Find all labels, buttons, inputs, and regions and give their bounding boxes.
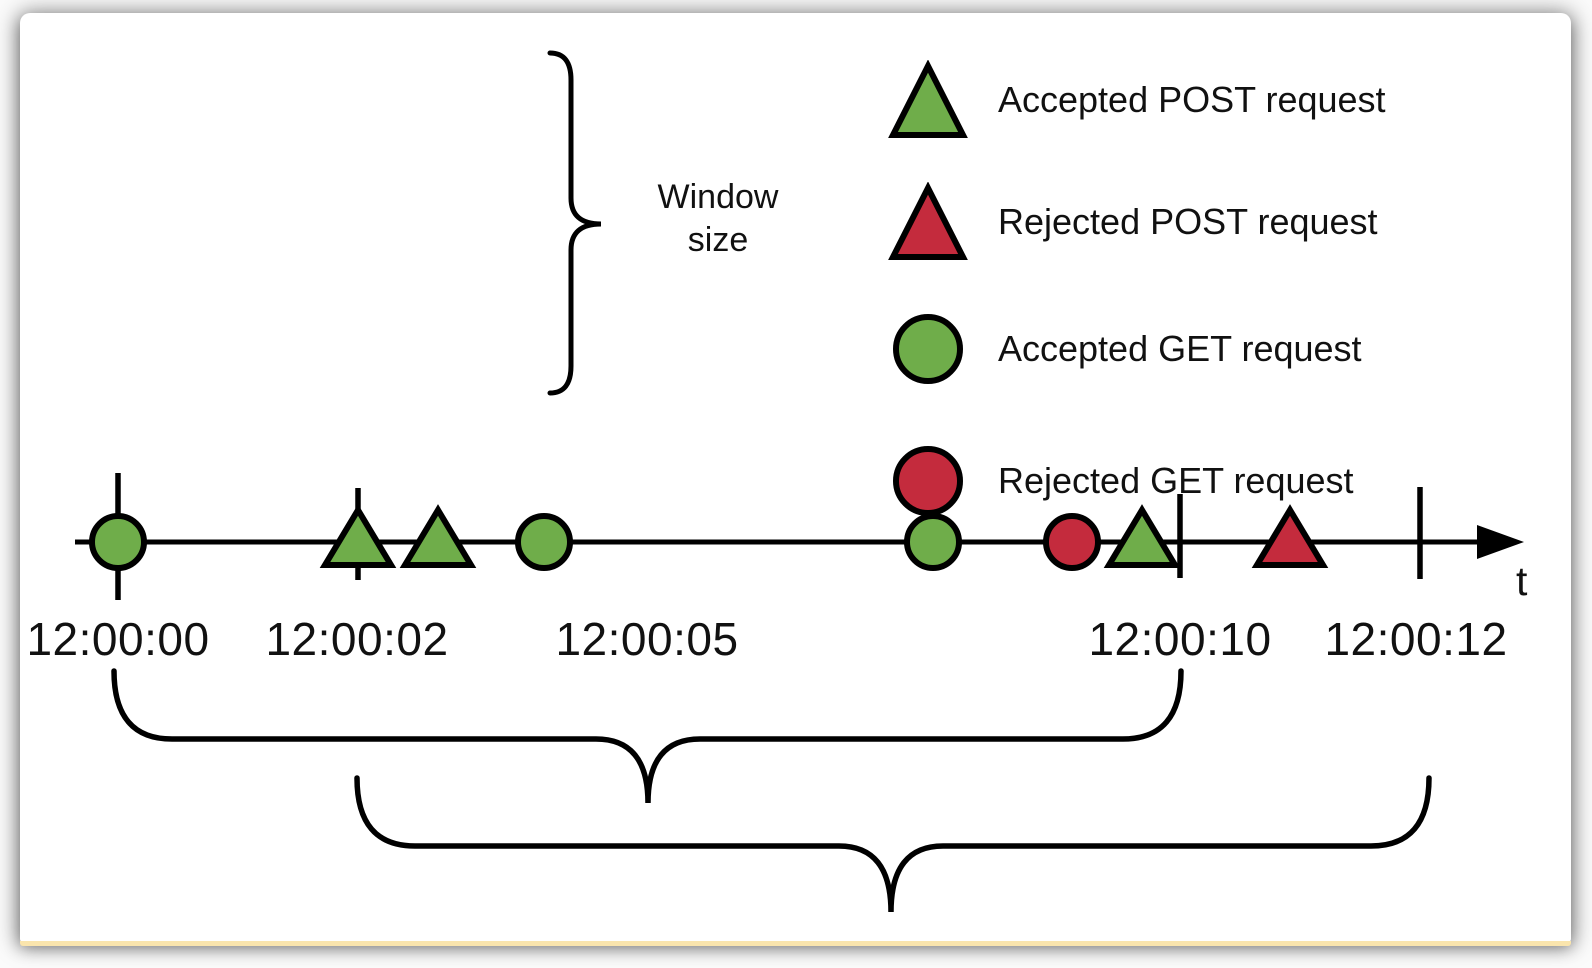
accepted-post-marker [319,504,397,568]
axis-arrowhead-icon [1477,525,1524,559]
axis-label-t: t [1516,558,1528,604]
accepted-post-marker [399,504,477,568]
window-1-brace [111,668,1184,804]
green-circle-glyph [893,314,963,384]
legend-label: Rejected POST request [998,201,1378,242]
rejected-post-marker [1251,504,1329,568]
time-label: 12:00:10 [1088,613,1272,665]
accepted-post-icon [888,60,968,138]
timeline-events [89,504,1329,571]
legend-item: Accepted POST request [888,60,1386,140]
window-2-brace [354,775,1432,913]
legend-item: Rejected POST request [888,182,1378,262]
rejected-get-marker [1043,513,1101,571]
legend-label: Rejected GET request [998,460,1354,501]
time-label: 12:00:05 [555,613,739,665]
time-label: 12:00:00 [26,613,210,665]
time-label: 12:00:02 [265,613,449,665]
rejected-get-icon [893,446,963,516]
rejected-post-icon [888,182,968,260]
red-triangle-glyph [888,182,968,260]
card-bottom-strip [20,941,1571,946]
time-label: 12:00:12 [1324,613,1508,665]
window-size-brace [547,50,602,396]
legend-item: Rejected GET request [888,441,1354,521]
accepted-get-marker [515,513,573,571]
window-size-label-line1: Window [657,178,779,216]
window-size-label: Window size [628,176,808,262]
green-triangle-glyph [888,60,968,138]
accepted-get-marker [89,513,147,571]
accepted-get-icon [893,314,963,384]
window-size-label-line2: size [687,221,749,259]
accepted-get-marker [904,513,962,571]
diagram-card [20,13,1571,942]
legend-label: Accepted POST request [998,79,1386,120]
accepted-post-marker [1103,504,1181,568]
red-circle-glyph [893,446,963,516]
legend-item: Accepted GET request [888,309,1362,389]
legend-label: Accepted GET request [998,328,1362,369]
